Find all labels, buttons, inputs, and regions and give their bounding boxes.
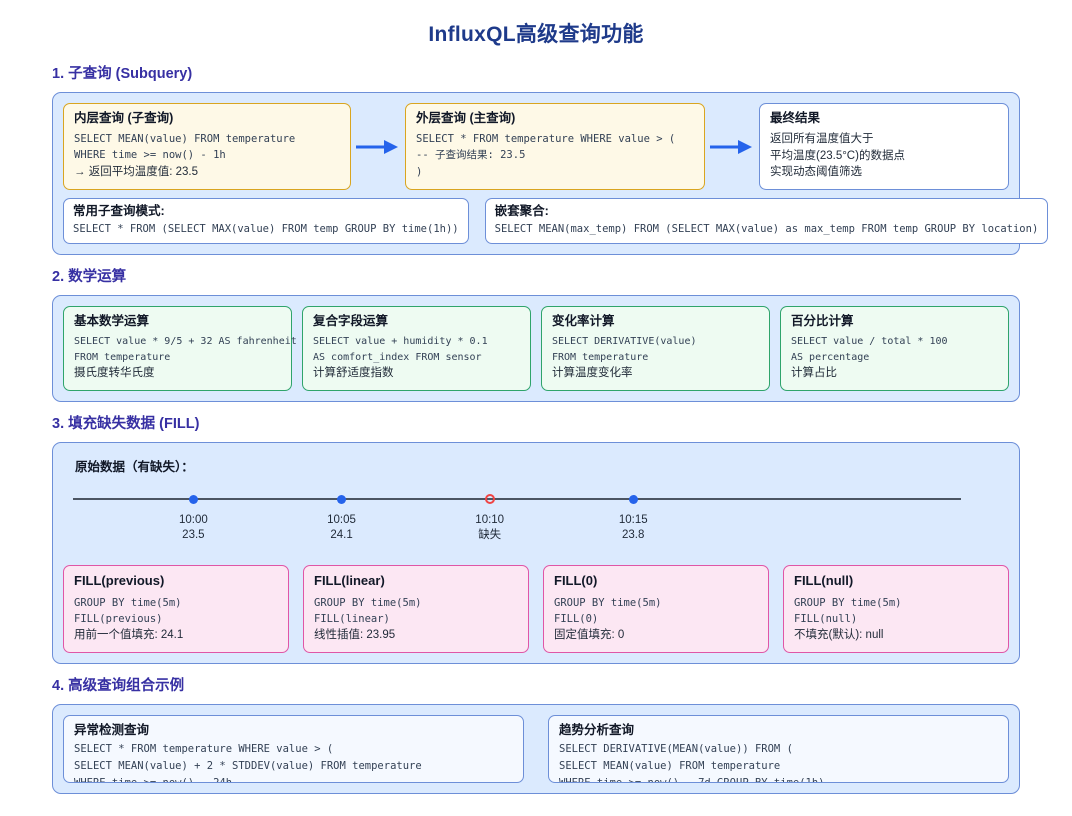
section-title-subquery: 1. 子查询 (Subquery) xyxy=(52,66,193,82)
section-math: 2. 数学运算 基本数学运算 SELECT value * 9/5 + 32 A… xyxy=(0,265,1072,402)
fill-card-previous-code: GROUP BY time(5m) FILL(previous) xyxy=(74,596,182,625)
fill-card-previous[interactable]: FILL(previous) GROUP BY time(5m) FILL(pr… xyxy=(63,564,289,653)
final-result-card[interactable]: 最终结果 返回所有温度值大于 平均温度(23.5°C)的数据点 实现动态阈值筛选 xyxy=(759,103,1009,191)
math-card-derivative-heading: 变化率计算 xyxy=(552,314,615,329)
timeline-dot-icon xyxy=(188,494,198,504)
inner-query-card[interactable]: 内层查询 (子查询) SELECT MEAN(value) FROM tempe… xyxy=(63,103,351,191)
fill-card-linear-note: 线性插值: 23.95 xyxy=(314,629,396,642)
fill-card-null[interactable]: FILL(null) GROUP BY time(5m) FILL(null) … xyxy=(783,564,1009,653)
math-card-composite-heading: 复合字段运算 xyxy=(313,314,389,329)
math-card-composite-note: 计算舒适度指数 xyxy=(313,367,394,380)
section-subquery: 1. 子查询 (Subquery) 内层查询 (子查询) SELECT MEAN… xyxy=(0,62,1072,256)
anomaly-detection-heading: 异常检测查询 xyxy=(74,722,150,737)
flow-arrow-2 xyxy=(705,103,759,190)
inner-query-note: → 返回平均温度值: 23.5 xyxy=(74,165,198,178)
math-panel: 基本数学运算 SELECT value * 9/5 + 32 AS fahren… xyxy=(52,295,1020,402)
fill-panel: 原始数据（有缺失）： 10:00 23.5 10:05 24.1 10:10 缺… xyxy=(52,441,1020,664)
timeline-time: 10:05 xyxy=(327,513,356,526)
subquery-patterns: 常用子查询模式: SELECT * FROM (SELECT MAX(value… xyxy=(63,198,1049,245)
math-card-percentage-heading: 百分比计算 xyxy=(791,314,854,329)
math-card-derivative-note: 计算温度变化率 xyxy=(552,367,633,380)
timeline-point-2[interactable]: 10:05 24.1 xyxy=(302,491,382,544)
raw-data-label: 原始数据（有缺失）： xyxy=(75,459,194,474)
common-pattern-heading: 常用子查询模式: xyxy=(73,204,165,219)
nested-aggregate-card[interactable]: 嵌套聚合: SELECT MEAN(max_temp) FROM (SELECT… xyxy=(484,198,1049,245)
nested-aggregate-code: SELECT MEAN(max_temp) FROM (SELECT MAX(v… xyxy=(494,223,1039,236)
timeline-point-1[interactable]: 10:00 23.5 xyxy=(153,491,233,544)
subquery-panel: 内层查询 (子查询) SELECT MEAN(value) FROM tempe… xyxy=(52,92,1049,256)
advanced-panel: 异常检测查询 SELECT * FROM temperature WHERE v… xyxy=(52,703,1020,794)
timeline-value: 缺失 xyxy=(478,529,502,542)
fill-card-previous-note: 用前一个值填充: 24.1 xyxy=(74,629,184,642)
fill-card-null-heading: FILL(null) xyxy=(794,572,854,588)
math-card-basic-code: SELECT value * 9/5 + 32 AS fahrenheit FR… xyxy=(74,336,297,363)
nested-aggregate-heading: 嵌套聚合: xyxy=(494,204,549,219)
trend-analysis-code: SELECT DERIVATIVE(MEAN(value)) FROM ( SE… xyxy=(559,742,825,783)
advanced-card-row: 异常检测查询 SELECT * FROM temperature WHERE v… xyxy=(63,714,1009,783)
timeline-point-4[interactable]: 10:15 23.8 xyxy=(593,491,673,544)
math-card-derivative[interactable]: 变化率计算 SELECT DERIVATIVE(value) FROM temp… xyxy=(541,306,770,391)
timeline-axis xyxy=(73,497,961,500)
timeline-value: 23.5 xyxy=(182,529,205,542)
timeline-time: 10:00 xyxy=(178,513,208,526)
math-card-composite[interactable]: 复合字段运算 SELECT value + humidity * 0.1 AS … xyxy=(302,306,531,391)
flow-arrow-1 xyxy=(351,103,405,190)
timeline: 10:00 23.5 10:05 24.1 10:10 缺失 10:15 23. xyxy=(73,491,999,557)
fill-card-zero[interactable]: FILL(0) GROUP BY time(5m) FILL(0) 固定值填充:… xyxy=(543,564,769,653)
section-fill: 3. 填充缺失数据 (FILL) 原始数据（有缺失）： 10:00 23.5 1… xyxy=(0,412,1072,664)
page-root: InfluxQL高级查询功能 1. 子查询 (Subquery) 内层查询 (子… xyxy=(0,18,1072,810)
fill-card-previous-heading: FILL(previous) xyxy=(74,572,165,588)
math-card-percentage-note: 计算占比 xyxy=(791,367,837,380)
fill-card-linear-heading: FILL(linear) xyxy=(314,572,385,588)
final-result-note: 返回所有温度值大于 平均温度(23.5°C)的数据点 实现动态阈值筛选 xyxy=(770,133,905,179)
outer-query-code: SELECT * FROM temperature WHERE value > … xyxy=(416,133,676,178)
subquery-flow: 内层查询 (子查询) SELECT MEAN(value) FROM tempe… xyxy=(63,103,1009,191)
section-title-math: 2. 数学运算 xyxy=(52,269,127,286)
timeline-value: 23.8 xyxy=(622,529,645,542)
fill-card-linear-code: GROUP BY time(5m) FILL(linear) xyxy=(314,596,422,625)
math-card-percentage-code: SELECT value / total * 100 AS percentage xyxy=(791,336,948,363)
fill-card-null-note: 不填充(默认): null xyxy=(794,629,884,642)
timeline-point-3-missing[interactable]: 10:10 缺失 xyxy=(450,491,530,544)
timeline-dot-icon xyxy=(628,494,638,504)
fill-card-zero-code: GROUP BY time(5m) FILL(0) xyxy=(554,596,662,625)
trend-analysis-card[interactable]: 趋势分析查询 SELECT DERIVATIVE(MEAN(value)) FR… xyxy=(548,714,1009,783)
outer-query-heading: 外层查询 (主查询) xyxy=(416,111,516,125)
arrow-right-icon xyxy=(356,139,398,154)
math-card-basic-note: 摄氏度转华氏度 xyxy=(74,367,155,380)
math-card-basic-heading: 基本数学运算 xyxy=(74,314,150,329)
timeline-time: 10:15 xyxy=(618,513,648,526)
fill-card-null-code: GROUP BY time(5m) FILL(null) xyxy=(794,596,902,625)
fill-card-zero-heading: FILL(0) xyxy=(554,572,598,588)
anomaly-detection-card[interactable]: 异常检测查询 SELECT * FROM temperature WHERE v… xyxy=(63,714,524,783)
section-advanced: 4. 高级查询组合示例 异常检测查询 SELECT * FROM tempera… xyxy=(0,674,1072,794)
common-pattern-code: SELECT * FROM (SELECT MAX(value) FROM te… xyxy=(73,223,459,236)
inner-query-code: SELECT MEAN(value) FROM temperature WHER… xyxy=(74,133,296,162)
trend-analysis-heading: 趋势分析查询 xyxy=(559,722,635,737)
section-title-fill: 3. 填充缺失数据 (FILL) xyxy=(52,415,200,432)
fill-card-zero-note: 固定值填充: 0 xyxy=(554,629,625,642)
timeline-time: 10:10 xyxy=(475,513,505,526)
fill-card-linear[interactable]: FILL(linear) GROUP BY time(5m) FILL(line… xyxy=(303,564,529,653)
section-title-advanced: 4. 高级查询组合示例 xyxy=(52,677,185,694)
fill-card-row: FILL(previous) GROUP BY time(5m) FILL(pr… xyxy=(63,564,1009,653)
final-result-heading: 最终结果 xyxy=(770,111,821,125)
inner-query-heading: 内层查询 (子查询) xyxy=(74,111,174,125)
timeline-dot-icon xyxy=(337,494,347,504)
arrow-right-icon xyxy=(710,139,752,154)
common-pattern-card[interactable]: 常用子查询模式: SELECT * FROM (SELECT MAX(value… xyxy=(63,198,469,245)
outer-query-card[interactable]: 外层查询 (主查询) SELECT * FROM temperature WHE… xyxy=(405,103,705,191)
math-card-derivative-code: SELECT DERIVATIVE(value) FROM temperatur… xyxy=(552,336,697,363)
anomaly-detection-code: SELECT * FROM temperature WHERE value > … xyxy=(74,742,422,783)
timeline-missing-dot-icon xyxy=(484,493,495,504)
math-card-basic[interactable]: 基本数学运算 SELECT value * 9/5 + 32 AS fahren… xyxy=(63,306,297,391)
math-card-percentage[interactable]: 百分比计算 SELECT value / total * 100 AS perc… xyxy=(780,306,1009,391)
page-title: InfluxQL高级查询功能 xyxy=(428,23,644,46)
timeline-value: 24.1 xyxy=(330,529,353,542)
math-card-composite-code: SELECT value + humidity * 0.1 AS comfort… xyxy=(313,336,488,363)
math-card-row: 基本数学运算 SELECT value * 9/5 + 32 AS fahren… xyxy=(63,306,1009,391)
